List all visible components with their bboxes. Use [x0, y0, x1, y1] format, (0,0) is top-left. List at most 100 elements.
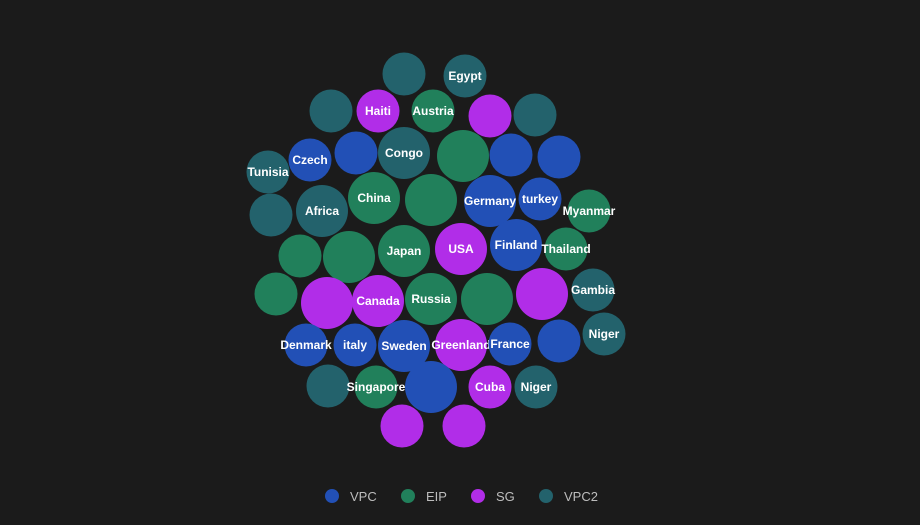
bubble-cuba[interactable]: Cuba — [468, 365, 512, 409]
bubble-circle[interactable] — [437, 130, 489, 182]
bubble-unlabeled-32[interactable] — [461, 273, 513, 325]
bubble-unlabeled-43[interactable] — [405, 361, 457, 413]
bubble-circle[interactable] — [249, 193, 293, 237]
bubble-france[interactable]: France — [488, 322, 532, 366]
bubble-circle[interactable] — [354, 365, 398, 409]
bubble-greenland[interactable]: Greenland — [431, 319, 491, 371]
bubble-circle[interactable] — [411, 89, 455, 133]
bubble-niger[interactable]: Niger — [514, 365, 558, 409]
bubble-unlabeled-5[interactable] — [468, 94, 512, 138]
bubble-circle[interactable] — [537, 135, 581, 179]
bubble-africa[interactable]: Africa — [296, 185, 348, 237]
bubble-circle[interactable] — [514, 365, 558, 409]
bubble-italy[interactable]: italy — [333, 323, 377, 367]
bubble-germany[interactable]: Germany — [464, 175, 516, 227]
bubble-unlabeled-10[interactable] — [437, 130, 489, 182]
bubble-circle[interactable] — [488, 322, 532, 366]
bubble-circle[interactable] — [288, 138, 332, 182]
bubble-japan[interactable]: Japan — [378, 225, 430, 277]
bubble-unlabeled-0[interactable] — [382, 52, 426, 96]
bubble-circle[interactable] — [513, 93, 557, 137]
bubble-circle[interactable] — [567, 189, 611, 233]
bubble-circle[interactable] — [278, 234, 322, 278]
bubble-congo[interactable]: Congo — [378, 127, 430, 179]
bubble-circle[interactable] — [309, 89, 353, 133]
bubble-circle[interactable] — [442, 404, 486, 448]
bubble-circle[interactable] — [334, 131, 378, 175]
bubble-circle[interactable] — [443, 54, 487, 98]
legend-item-sg[interactable]: SG — [471, 489, 515, 504]
bubble-unlabeled-11[interactable] — [489, 133, 533, 177]
bubble-circle[interactable] — [323, 231, 375, 283]
bubble-circle[interactable] — [516, 268, 568, 320]
bubble-circle[interactable] — [382, 52, 426, 96]
bubble-circle[interactable] — [461, 273, 513, 325]
bubble-circle[interactable] — [254, 272, 298, 316]
bubble-thailand[interactable]: Thailand — [541, 227, 591, 271]
bubble-circle[interactable] — [468, 365, 512, 409]
bubble-circle[interactable] — [378, 320, 430, 372]
bubble-circle[interactable] — [537, 319, 581, 363]
bubble-haiti[interactable]: Haiti — [356, 89, 400, 133]
bubble-circle[interactable] — [378, 127, 430, 179]
bubble-unlabeled-6[interactable] — [513, 93, 557, 137]
bubble-circle[interactable] — [306, 364, 350, 408]
bubble-sweden[interactable]: Sweden — [378, 320, 430, 372]
bubble-circle[interactable] — [405, 174, 457, 226]
bubble-unlabeled-19[interactable] — [249, 193, 293, 237]
bubble-circle[interactable] — [435, 223, 487, 275]
bubble-china[interactable]: China — [348, 172, 400, 224]
bubble-denmark[interactable]: Denmark — [280, 323, 332, 367]
bubble-russia[interactable]: Russia — [405, 273, 457, 325]
bubble-circle[interactable] — [582, 312, 626, 356]
bubble-circle[interactable] — [464, 175, 516, 227]
bubble-unlabeled-26[interactable] — [323, 231, 375, 283]
bubble-egypt[interactable]: Egypt — [443, 54, 487, 98]
bubble-circle[interactable] — [296, 185, 348, 237]
bubble-circle[interactable] — [405, 273, 457, 325]
bubble-unlabeled-33[interactable] — [516, 268, 568, 320]
bubble-circle[interactable] — [435, 319, 487, 371]
bubble-circle[interactable] — [356, 89, 400, 133]
bubble-czech[interactable]: Czech — [288, 138, 332, 182]
bubble-myanmar[interactable]: Myanmar — [563, 189, 616, 233]
legend-item-vpc[interactable]: VPC — [325, 489, 377, 504]
bubble-circle[interactable] — [544, 227, 588, 271]
bubble-unlabeled-40[interactable] — [537, 319, 581, 363]
bubble-circle[interactable] — [571, 268, 615, 312]
bubble-circle[interactable] — [246, 150, 290, 194]
bubble-circle[interactable] — [301, 277, 353, 329]
bubble-austria[interactable]: Austria — [411, 89, 455, 133]
bubble-circle[interactable] — [490, 219, 542, 271]
bubble-circle[interactable] — [284, 323, 328, 367]
bubble-niger[interactable]: Niger — [582, 312, 626, 356]
bubble-unlabeled-28[interactable] — [254, 272, 298, 316]
legend-item-eip[interactable]: EIP — [401, 489, 447, 504]
bubble-unlabeled-25[interactable] — [278, 234, 322, 278]
bubble-unlabeled-41[interactable] — [306, 364, 350, 408]
bubble-circle[interactable] — [348, 172, 400, 224]
bubble-circle[interactable] — [518, 177, 562, 221]
bubble-unlabeled-8[interactable] — [334, 131, 378, 175]
bubble-unlabeled-12[interactable] — [537, 135, 581, 179]
bubble-canada[interactable]: Canada — [352, 275, 404, 327]
bubble-usa[interactable]: USA — [435, 223, 487, 275]
bubble-unlabeled-15[interactable] — [405, 174, 457, 226]
bubble-tunisia[interactable]: Tunisia — [246, 150, 290, 194]
bubble-unlabeled-29[interactable] — [301, 277, 353, 329]
bubble-singapore[interactable]: Singapore — [347, 365, 406, 409]
legend-item-vpc2[interactable]: VPC2 — [539, 489, 598, 504]
bubble-circle[interactable] — [405, 361, 457, 413]
bubble-circle[interactable] — [333, 323, 377, 367]
bubble-circle[interactable] — [468, 94, 512, 138]
bubble-circle[interactable] — [378, 225, 430, 277]
bubble-finland[interactable]: Finland — [490, 219, 542, 271]
bubble-turkey[interactable]: turkey — [518, 177, 562, 221]
bubble-circle[interactable] — [380, 404, 424, 448]
bubble-unlabeled-47[interactable] — [442, 404, 486, 448]
bubble-circle[interactable] — [489, 133, 533, 177]
bubble-unlabeled-2[interactable] — [309, 89, 353, 133]
bubble-unlabeled-46[interactable] — [380, 404, 424, 448]
bubble-gambia[interactable]: Gambia — [571, 268, 615, 312]
bubble-circle[interactable] — [352, 275, 404, 327]
